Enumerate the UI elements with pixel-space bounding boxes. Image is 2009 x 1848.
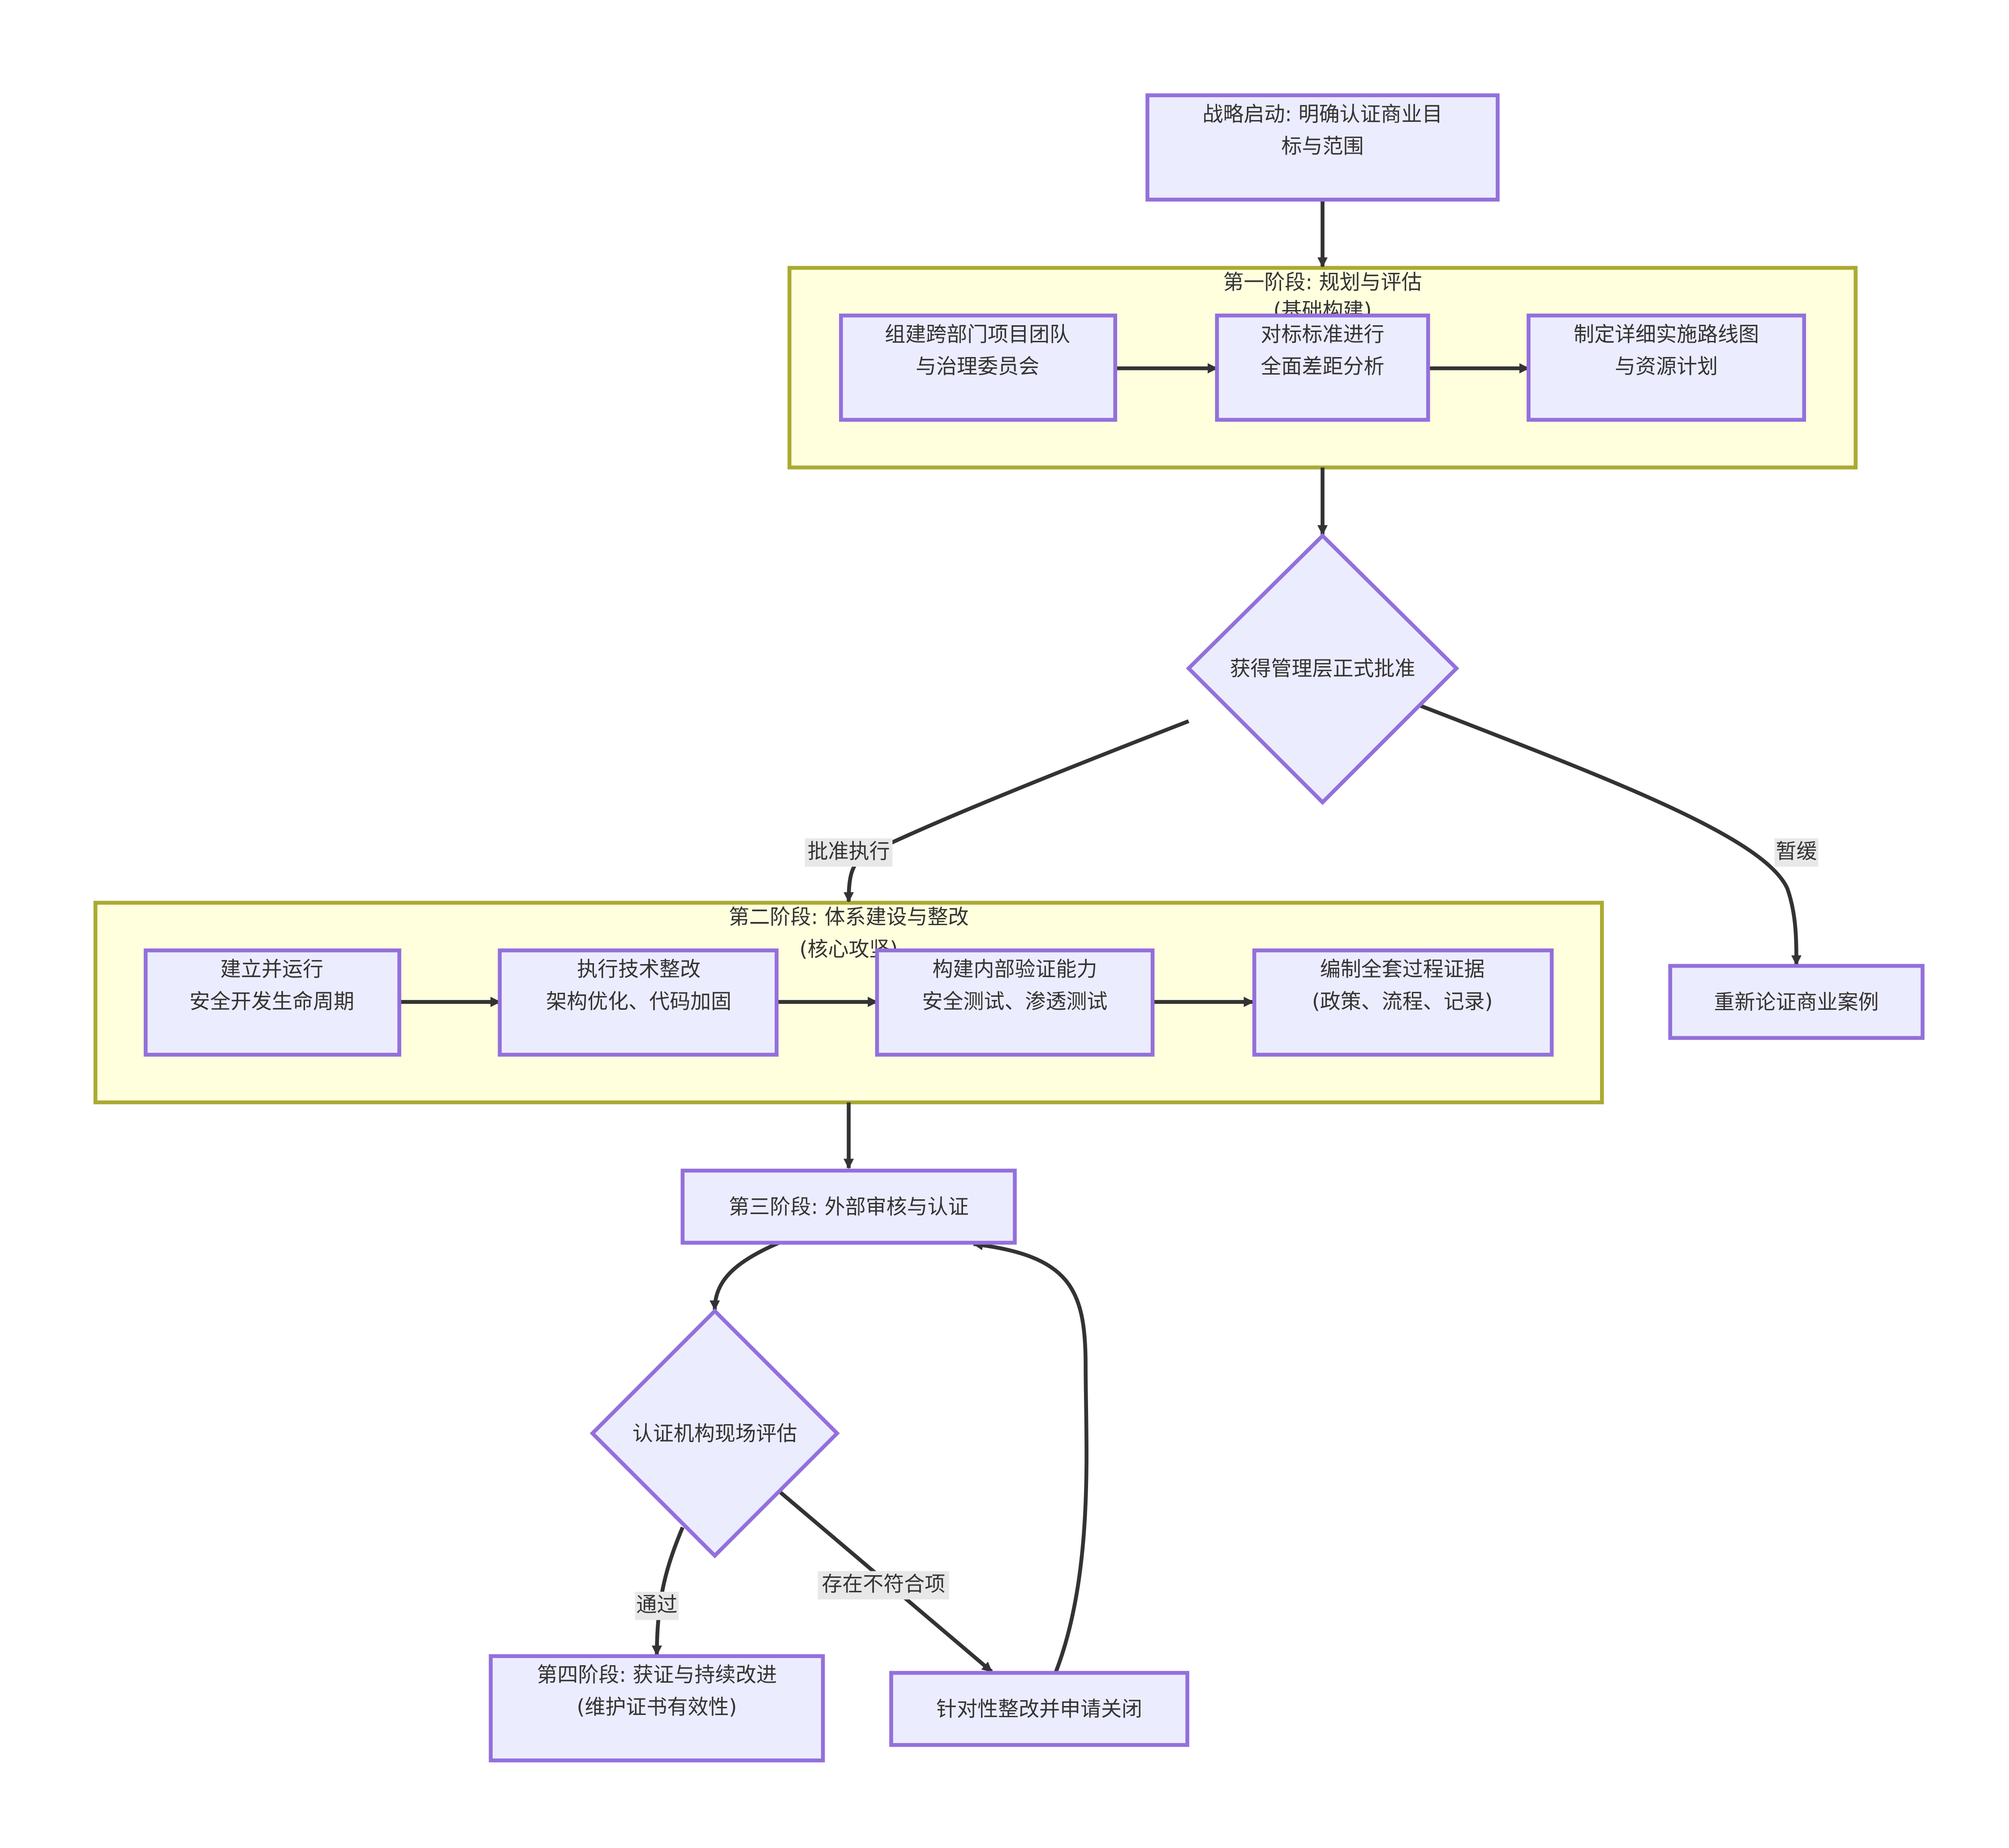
svg-text:构建内部验证能力安全测试、渗透测试: 构建内部验证能力安全测试、渗透测试 <box>922 956 1108 1013</box>
edge-phase3-to-assessment <box>710 1241 780 1311</box>
node-tech-remediation[interactable]: 执行技术整改架构优化、代码加固 <box>498 948 779 1057</box>
svg-text:执行技术整改架构优化、代码加固: 执行技术整改架构优化、代码加固 <box>546 956 731 1013</box>
text-line: 全面差距分析 <box>1261 354 1385 378</box>
text-line: 第四阶段: 获证与持续改进 <box>537 1663 777 1687</box>
node-phase4-certified[interactable]: 第四阶段: 获证与持续改进 (维护证书有效性) <box>489 1654 825 1762</box>
svg-text:暂缓: 暂缓 <box>1776 839 1817 863</box>
text-line: 执行技术整改 <box>577 956 701 981</box>
text-line: (维护证书有效性) <box>576 1695 737 1719</box>
node-targeted-remediation[interactable]: 针对性整改并申请关闭 <box>889 1671 1189 1747</box>
edge-label-nonconform: 存在不符合项 <box>817 1571 949 1600</box>
text-line: 标与范围 <box>1282 134 1364 158</box>
svg-text:第四阶段: 获证与持续改进(维护证书有效性): 第四阶段: 获证与持续改进 (维护证书有效性) <box>537 1663 777 1719</box>
node-sdlc[interactable]: 建立并运行安全开发生命周期 <box>143 948 401 1057</box>
svg-text:对标标准进行全面差距分析: 对标标准进行全面差距分析 <box>1261 322 1385 378</box>
node-build-team[interactable]: 组建跨部门项目团队与治理委员会 <box>839 313 1118 422</box>
node-strategy-start[interactable]: 战略启动: 明确认证商业目标与范围 <box>1145 93 1500 202</box>
text-line: 重新论证商业案例 <box>1714 990 1879 1014</box>
text-line: 建立并运行 <box>220 956 323 981</box>
text-line: 对标标准进行 <box>1261 322 1385 346</box>
text-line: 通过 <box>636 1592 677 1616</box>
svg-text:第三阶段: 外部审核与认证: 第三阶段: 外部审核与认证 <box>729 1194 969 1219</box>
text-line: 编制全套过程证据 <box>1320 956 1485 981</box>
edge-label-approve: 批准执行 <box>804 838 893 867</box>
svg-text:编制全套过程证据(政策、流程、记录): 编制全套过程证据 (政策、流程、记录) <box>1312 956 1493 1013</box>
text-line: 针对性整改并申请关闭 <box>936 1697 1142 1721</box>
text-line: 构建内部验证能力 <box>933 956 1097 981</box>
text-line: 战略启动: 明确认证商业目 <box>1203 102 1443 126</box>
edge-approval-to-reargue <box>1420 704 1802 966</box>
svg-text:针对性整改并申请关闭: 针对性整改并申请关闭 <box>936 1697 1142 1721</box>
svg-text:重新论证商业案例: 重新论证商业案例 <box>1714 990 1879 1014</box>
svg-text:获得管理层正式批准: 获得管理层正式批准 <box>1230 656 1415 680</box>
text-line: 第三阶段: 外部审核与认证 <box>729 1194 969 1219</box>
text-line: 与治理委员会 <box>916 354 1039 378</box>
svg-text:批准执行: 批准执行 <box>808 839 890 863</box>
node-process-evidence[interactable]: 编制全套过程证据 (政策、流程、记录) <box>1252 948 1554 1057</box>
text-line: 安全测试、渗透测试 <box>922 989 1108 1013</box>
svg-text:战略启动: 明确认证商业目标与范围: 战略启动: 明确认证商业目标与范围 <box>1203 102 1443 158</box>
node-reargue-business-case[interactable]: 重新论证商业案例 <box>1668 964 1925 1040</box>
text-line: 与资源计划 <box>1615 354 1718 378</box>
edge-label-postpone: 暂缓 <box>1774 838 1819 867</box>
svg-text:制定详细实施路线图与资源计划: 制定详细实施路线图与资源计划 <box>1574 322 1759 378</box>
svg-text:组建跨部门项目团队与治理委员会: 组建跨部门项目团队与治理委员会 <box>885 322 1070 378</box>
edge-remediate-to-phase3 <box>972 1240 1088 1672</box>
text-line: 获得管理层正式批准 <box>1230 656 1415 680</box>
text-line: 第一阶段: 规划与评估 <box>1223 270 1422 294</box>
text-line: 组建跨部门项目团队 <box>885 322 1070 346</box>
edge-approval-to-phase2 <box>843 719 1190 903</box>
node-internal-verification[interactable]: 构建内部验证能力安全测试、渗透测试 <box>875 948 1155 1057</box>
text-line: 批准执行 <box>808 839 890 863</box>
text-line: 认证机构现场评估 <box>632 1421 797 1445</box>
svg-text:存在不符合项: 存在不符合项 <box>822 1572 945 1596</box>
text-line: 第二阶段: 体系建设与整改 <box>729 905 969 929</box>
text-line: 存在不符合项 <box>822 1572 945 1596</box>
node-gap-analysis[interactable]: 对标标准进行全面差距分析 <box>1215 313 1430 422</box>
node-onsite-assessment[interactable]: 认证机构现场评估 <box>589 1308 840 1559</box>
svg-text:认证机构现场评估: 认证机构现场评估 <box>632 1421 797 1445</box>
node-roadmap[interactable]: 制定详细实施路线图与资源计划 <box>1527 313 1806 422</box>
node-management-approval[interactable]: 获得管理层正式批准 <box>1186 533 1459 805</box>
text-line: 安全开发生命周期 <box>189 989 354 1013</box>
text-line: 暂缓 <box>1776 839 1817 863</box>
edge-assessment-to-phase4 <box>651 1526 684 1656</box>
node-phase3-external-audit[interactable]: 第三阶段: 外部审核与认证 <box>680 1168 1017 1245</box>
edge-label-pass: 通过 <box>635 1591 679 1620</box>
text-line: 制定详细实施路线图 <box>1574 322 1759 346</box>
text-line: (政策、流程、记录) <box>1312 989 1493 1013</box>
svg-text:建立并运行安全开发生命周期: 建立并运行安全开发生命周期 <box>189 956 354 1013</box>
text-line: 架构优化、代码加固 <box>546 989 731 1013</box>
svg-text:通过: 通过 <box>636 1592 677 1616</box>
